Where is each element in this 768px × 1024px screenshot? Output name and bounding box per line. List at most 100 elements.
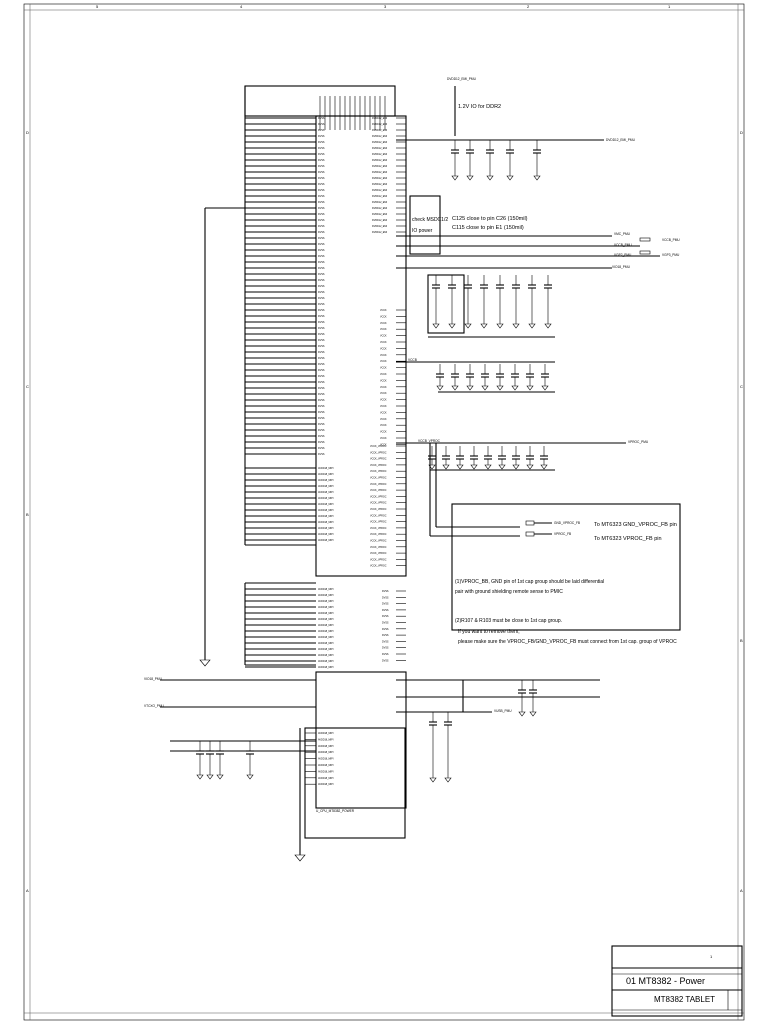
note-to-vproc-fb: To MT6323 VPROC_FB pin	[594, 536, 662, 542]
capacitor-symbol	[541, 364, 549, 391]
resistor-r103	[525, 531, 535, 537]
pin-label-dvss: DVSS	[382, 659, 389, 662]
note-cap-c125: C125 close to pin C26 (150mil)	[452, 216, 528, 222]
cap-row-lower	[196, 741, 254, 780]
pin-label-dvss: DVSS	[318, 363, 325, 366]
pin-label-dvss: DVSS	[318, 255, 325, 258]
capacitor-symbol	[526, 364, 534, 391]
capacitor-symbol	[444, 712, 452, 783]
pin-label-dvss: DVSS	[318, 183, 325, 186]
ic-body-main	[315, 115, 407, 577]
pin-label-vcck-vproc: VCCK_VPROC	[370, 533, 387, 536]
pin-label-vcck: VCCK	[380, 341, 387, 344]
pin-label-avdd: AVDD18_MIPI	[318, 521, 334, 524]
capacitor-symbol	[486, 140, 494, 181]
pin-label-dvss: DVSS	[318, 249, 325, 252]
net-label-vgp2: VGP2_PMU	[614, 253, 632, 257]
pin-label-dvss: DVSS	[318, 327, 325, 330]
capacitor-symbol	[498, 446, 506, 470]
pin-label-vcck: VCCK	[380, 437, 387, 440]
cap-row-vccb	[436, 364, 549, 391]
pin-label-vcck-vproc: VCCK_VPROC	[370, 458, 387, 461]
pin-label-dvss: DVSS	[382, 628, 389, 631]
pin-label-avdd: AVDD18_MIPI	[318, 533, 334, 536]
capacitor-symbol	[196, 741, 204, 780]
pin-label-dvss: DVSS	[382, 622, 389, 625]
pin-label-vcck: VCCK	[380, 354, 387, 357]
pin-label-dvss: DVSS	[318, 453, 325, 456]
frame-row-marker: D	[26, 130, 29, 135]
pin-label-dvss: DVSS	[318, 351, 325, 354]
title-block	[611, 945, 743, 1017]
pin-label-avdd: AVDD18_MIPI	[318, 527, 334, 530]
pin-label-dvss: DVSS	[318, 321, 325, 324]
pin-label-dvss: DVSS	[318, 339, 325, 342]
pin-label-dvss: DVSS	[318, 429, 325, 432]
pin-label-dvdd12-emi: DVDD12_EMI	[372, 135, 387, 138]
pin-label-dvss: DVSS	[318, 201, 325, 204]
left-pin-labels: DVSS DVSS DVSS DVSS DVSS DVSS DVSS DVSS DVSS DVSS…	[318, 117, 334, 786]
capacitor-symbol	[496, 275, 504, 329]
capacitor-symbol	[512, 275, 520, 329]
pin-label-avdd: AVDD18_MIPI	[318, 467, 334, 470]
pin-label-vcck: VCCK	[380, 315, 387, 318]
net-label-vio18: VIO18_PMU	[612, 265, 631, 269]
pin-label-dvss: DVSS	[318, 195, 325, 198]
pin-label-avdd: AVDD18_MIPI	[318, 485, 334, 488]
capacitor-symbol	[481, 364, 489, 391]
frame-column-marker: 3	[384, 4, 387, 9]
net-label-vccb: VCCB_PMU	[614, 243, 632, 247]
sheet-number: 1	[710, 954, 713, 959]
pin-label-dvss: DVSS	[318, 267, 325, 270]
capacitor-symbol	[480, 275, 488, 329]
pin-label-vcck-vproc: VCCK_VPROC	[370, 540, 387, 543]
pin-label-vcck-vproc: VCCK_VPROC	[370, 508, 387, 511]
pin-label-avdd: AVDD18_MIPI	[318, 594, 334, 597]
pin-label-dvdd12-emi: DVDD12_EMI	[372, 219, 387, 222]
pin-label-vcck-vproc: VCCK_VPROC	[370, 514, 387, 517]
pin-label-avdd: AVDD18_MIPI	[318, 636, 334, 639]
note-cap-c115: C115 close to pin E1 (150mil)	[452, 225, 524, 231]
pin-label-vcck-vproc: VCCK_VPROC	[370, 477, 387, 480]
pin-label-dvss: DVSS	[382, 653, 389, 656]
pin-label-dvss: DVSS	[382, 640, 389, 643]
pin-label-avdd: AVDD18_MIPI	[318, 606, 334, 609]
pin-label-avdd: AVDD18_MIPI	[318, 479, 334, 482]
pin-label-avdd: AVDD18_MIPI	[318, 764, 334, 767]
pin-label-dvdd12-emi: DVDD12_EMI	[372, 153, 387, 156]
pin-label-vcck-vproc: VCCK_VPROC	[370, 552, 387, 555]
pin-label-avdd: AVDD18_MIPI	[318, 660, 334, 663]
pin-label-avdd: AVDD18_MIPI	[318, 732, 334, 735]
cap-row-io	[432, 275, 552, 329]
pin-label-vcck-vproc: VCCK_VPROC	[370, 521, 387, 524]
pin-label-dvdd12-emi: DVDD12_EMI	[372, 159, 387, 162]
pin-label-dvss: DVSS	[318, 423, 325, 426]
pin-label-dvss: DVSS	[318, 441, 325, 444]
pin-label-dvss: DVSS	[318, 189, 325, 192]
pin-label-dvdd12-emi: DVDD12_EMI	[372, 195, 387, 198]
pin-label-dvss: DVSS	[318, 261, 325, 264]
net-label-vmc: VMC_PMU	[614, 232, 631, 236]
pin-label-dvss: DVSS	[382, 590, 389, 593]
pin-label-dvss: DVSS	[318, 129, 325, 132]
frame-row-marker: A	[26, 888, 29, 893]
cap-row-vproc	[428, 446, 548, 470]
pin-label-dvss: DVSS	[318, 303, 325, 306]
pin-label-dvss: DVSS	[318, 243, 325, 246]
pin-label-vcck: VCCK	[380, 373, 387, 376]
pin-label-dvdd12-emi: DVDD12_EMI	[372, 141, 387, 144]
pin-label-dvss: DVSS	[318, 333, 325, 336]
pin-label-dvss: DVSS	[318, 147, 325, 150]
net-label-vusb: VUSB_PMU	[494, 709, 512, 713]
pin-label-dvss: DVSS	[318, 387, 325, 390]
capacitor-symbol	[456, 446, 464, 470]
pin-label-avdd: AVDD18_MIPI	[318, 618, 334, 621]
component-ref: U_CPU_MT8382_POWER	[316, 809, 355, 813]
pin-label-dvdd12-emi: DVDD12_EMI	[372, 129, 387, 132]
note-1b: pair with ground shielding remote sense …	[455, 589, 563, 595]
pin-label-dvss: DVSS	[318, 291, 325, 294]
pin-label-dvss: DVSS	[382, 603, 389, 606]
pin-label-avdd: AVDD18_MIPI	[318, 624, 334, 627]
net-label-dvdd12-emi-right: DVDD12_EMI_PMU	[606, 138, 636, 142]
